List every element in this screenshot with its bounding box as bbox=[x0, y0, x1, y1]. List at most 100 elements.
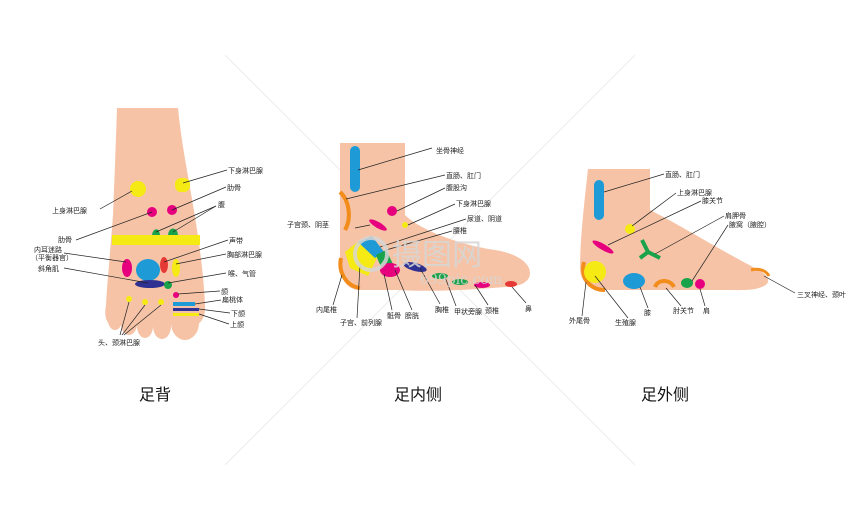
toe-2 bbox=[153, 313, 171, 339]
leader-nose bbox=[511, 286, 527, 304]
zone-uterus bbox=[369, 219, 387, 231]
leader-rectum-outer bbox=[603, 173, 665, 193]
zone-nose bbox=[505, 281, 517, 287]
leader-thoracic bbox=[419, 267, 441, 305]
label-tonsil: 扁桃体 bbox=[222, 295, 243, 304]
zone-knee bbox=[623, 273, 645, 289]
outer-foot: 直肠、肛门 上身淋巴腺 膝关节 肩胛骨 腋窝（腋腔） 外尾骨 生殖腺 膝 肘关节… bbox=[569, 169, 846, 404]
label-shoulder: 肩 bbox=[703, 306, 710, 315]
leader-axilla bbox=[691, 224, 729, 282]
leader-sacrum bbox=[383, 273, 393, 311]
leader-uterus-prostate bbox=[356, 264, 361, 319]
leader-trapezius bbox=[63, 267, 149, 284]
label-bladder: 膀胱 bbox=[405, 311, 419, 320]
zone-upper-jaw bbox=[173, 313, 199, 316]
dorsal-foot-silhouette bbox=[105, 108, 206, 325]
label-groin: 腹 bbox=[218, 200, 225, 209]
zone-chest-lymph bbox=[172, 259, 180, 277]
zone-knee-joint bbox=[592, 240, 614, 254]
outer-foot-silhouette bbox=[580, 169, 769, 291]
zone-lower-lymph-inner bbox=[402, 222, 408, 228]
caption-inner: 足内侧 bbox=[394, 385, 442, 404]
zone-lower-jaw bbox=[173, 308, 199, 311]
label-inner-ear-sub: （平衡器官） bbox=[31, 253, 73, 262]
zone-elbow bbox=[653, 279, 676, 289]
label-scapula: 肩胛骨 bbox=[725, 211, 746, 220]
leader-rib-bone bbox=[75, 211, 153, 241]
leader-vocal bbox=[163, 239, 229, 263]
leader-sciatic bbox=[357, 147, 433, 171]
leader-knee-joint bbox=[607, 200, 702, 246]
label-lower-jaw: 下颌 bbox=[231, 309, 245, 318]
zone-sacrum bbox=[380, 263, 400, 277]
leader-urethra bbox=[379, 218, 467, 248]
label-jaw: 颌 bbox=[221, 287, 228, 296]
label-rib-bone: 肋骨 bbox=[58, 235, 72, 244]
label-cervical: 颈椎 bbox=[485, 306, 499, 315]
toe-4 bbox=[121, 313, 137, 335]
leader-upper-lymph bbox=[99, 190, 133, 210]
label-inner-ear: 内耳迷路 bbox=[34, 245, 62, 254]
leader-shoulder bbox=[699, 288, 706, 307]
zone-upper-lymph-outer bbox=[625, 224, 635, 234]
label-nose: 鼻 bbox=[525, 304, 532, 313]
leader-ribs bbox=[171, 186, 227, 211]
label-axilla: 腋窝（腋腔） bbox=[729, 220, 771, 229]
zone-thyroid bbox=[452, 279, 468, 285]
label-coccyx: 内尾椎 bbox=[316, 305, 337, 314]
label-trigeminal: 三叉神经、颈叶 bbox=[797, 290, 846, 299]
zone-tonsil bbox=[173, 302, 195, 306]
leader-inner-ear bbox=[63, 252, 127, 263]
watermark-text: 摄图网 bbox=[392, 238, 482, 273]
label-upper-jaw: 上颌 bbox=[230, 320, 244, 329]
zone-chest bbox=[136, 259, 160, 281]
label-urethra: 尿道、阴道 bbox=[467, 214, 502, 223]
watermark-logo-icon bbox=[353, 236, 389, 272]
leader-scapula bbox=[654, 215, 725, 255]
label-gonad: 生殖腺 bbox=[615, 318, 636, 327]
zone-shoulder bbox=[681, 278, 693, 288]
label-trapezius: 斜角肌 bbox=[38, 264, 59, 273]
leader-gonad bbox=[594, 275, 629, 319]
zone-gonad bbox=[584, 261, 606, 283]
leader-lower-lymph bbox=[182, 169, 228, 184]
label-groin-muscle: 腹股沟 bbox=[446, 183, 467, 192]
leader-bladder bbox=[394, 269, 413, 311]
zone-jaw bbox=[173, 292, 179, 298]
leader-head-lymph-1 bbox=[119, 301, 130, 336]
leader-tonsil bbox=[194, 299, 222, 305]
caption-dorsal: 足背 bbox=[139, 385, 171, 404]
zone-groin-muscle bbox=[387, 206, 397, 216]
caption-outer: 足外侧 bbox=[641, 385, 689, 404]
leader-uterus bbox=[354, 224, 371, 229]
label-sciatic: 坐骨神经 bbox=[436, 146, 464, 155]
toe-3 bbox=[137, 314, 153, 338]
leader-thyroid bbox=[444, 276, 457, 307]
label-lower-lymph: 下身淋巴腺 bbox=[228, 166, 263, 175]
leader-groin-muscle bbox=[396, 187, 446, 212]
zone-scapula bbox=[638, 239, 661, 260]
label-lumbar: 腰椎 bbox=[453, 226, 467, 235]
label-uterus: 子宫颈、阴茎 bbox=[287, 220, 329, 229]
leader-chest-lymph bbox=[175, 253, 227, 265]
leader-head-lymph-3 bbox=[123, 304, 162, 336]
leader-coccyx bbox=[332, 274, 343, 306]
zone-coccyx-outer bbox=[581, 261, 606, 292]
label-vocal-cord: 声带 bbox=[229, 236, 243, 245]
zone-rectum bbox=[338, 190, 351, 232]
watermark: 摄图网 699pic.com bbox=[353, 236, 502, 288]
dorsal-foot: 下身淋巴腺 上身淋巴腺 肋骨 腹 肋骨 声带 胸部淋巴腺 内耳迷路 （平衡器官）… bbox=[31, 108, 263, 404]
zone-diaphragm-band bbox=[112, 235, 200, 245]
label-rectum: 直肠、肛门 bbox=[446, 171, 481, 180]
zone-coccyx-inner bbox=[338, 257, 361, 290]
label-upper-lymph: 上身淋巴腺 bbox=[52, 206, 87, 215]
label-knee-joint: 膝关节 bbox=[702, 196, 723, 205]
label-rectum-outer: 直肠、肛门 bbox=[665, 170, 700, 179]
zone-inner-ear bbox=[122, 259, 132, 277]
leader-upper-jaw bbox=[198, 313, 230, 325]
label-thyroid: 甲状旁腺 bbox=[454, 307, 482, 316]
big-toe bbox=[171, 306, 199, 340]
label-ribs: 肋骨 bbox=[227, 183, 241, 192]
leader-cervical bbox=[474, 284, 489, 306]
